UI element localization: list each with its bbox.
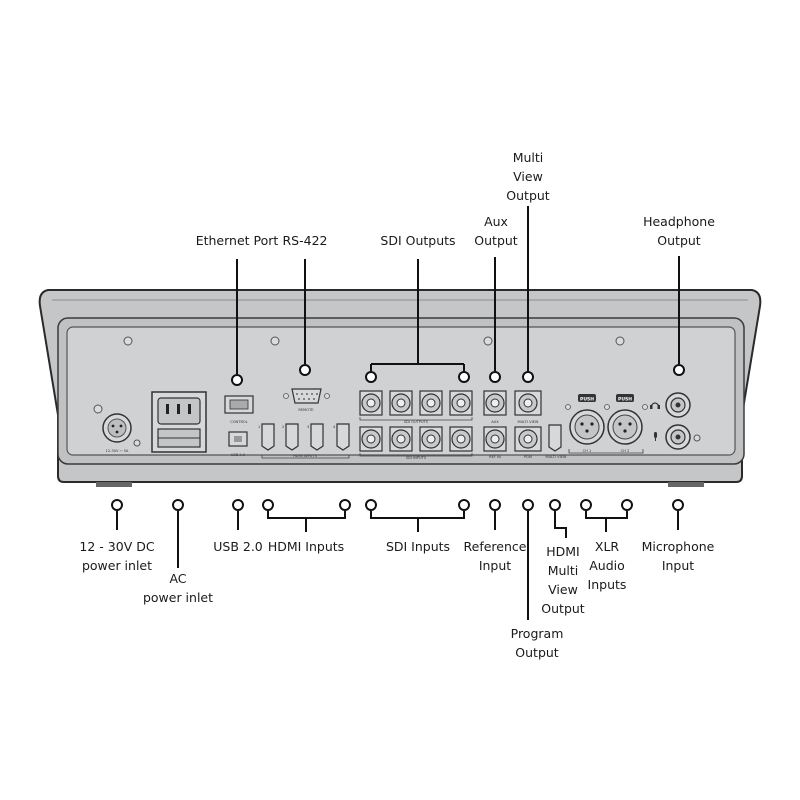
hdmi-num-4: 4 [333,425,336,429]
label-rs422: RS-422 [283,233,328,248]
headphone-jack [650,392,691,418]
label-multiview-output-3: Output [506,188,550,203]
leader-dot-headphone [673,364,685,376]
ch2-panel-label: CH 2 [621,449,630,453]
foot-left [96,482,132,487]
leader-dot-hdmi-in-4 [339,499,351,511]
rs422-port: REMOTE [283,388,330,412]
leader-dot-multiview-out [522,371,534,383]
remote-panel-label: REMOTE [298,408,314,412]
leader-dot-xlr-1 [580,499,592,511]
label-usb: USB 2.0 [213,539,263,554]
ethernet-port: CONTROL [224,395,254,424]
label-reference-input-1: Reference [464,539,527,554]
leader-dot-ac [172,499,184,511]
ac-power-inlet [151,391,207,453]
label-xlr-1: XLR [595,539,620,554]
label-sdi-outputs: SDI Outputs [380,233,455,248]
label-multiview-output-2: View [513,169,543,184]
label-microphone-input-1: Microphone [642,539,715,554]
label-ethernet-port: Ethernet Port [196,233,279,248]
leader-hdmi-mv [554,511,567,538]
label-multiview-output-1: Multi [513,150,544,165]
aux-panel-label: AUX [491,420,499,424]
sdi-inputs: SDI INPUTS [359,426,473,460]
leader-xlr [585,511,628,532]
leader-dot-usb [232,499,244,511]
callout-labels-bottom: 12 - 30V DC power inlet AC power inlet U… [79,539,714,660]
label-aux-output-2: Output [474,233,518,248]
leader-dot-rs422 [299,364,311,376]
device-rear-panel: 12-30V ⎓ 5A CONTROL USB 2.0 [38,289,762,487]
leader-dot-mic [672,499,684,511]
leader-dot-xlr-2 [621,499,633,511]
dc-panel-label: 12-30V ⎓ 5A [106,449,129,453]
leader-sdi-inputs [370,511,465,532]
label-ac-inlet-1: AC [169,571,186,586]
label-hdmi-multiview-2: Multi [548,563,579,578]
label-dc-inlet-2: power inlet [82,558,152,573]
label-hdmi-multiview-4: Output [541,601,585,616]
hdmi-inputs: HDMI INPUTS 1 2 3 4 [258,423,350,459]
leader-dot-pgm [522,499,534,511]
leader-dot-ethernet [231,374,243,386]
ref-in-panel-label: REF IN [489,455,501,459]
hdmi-num-3: 3 [307,425,309,429]
panel-screws [93,336,701,442]
leader-sdi-outputs [370,259,465,371]
sdi-outputs-panel-label: SDI OUTPUTS [404,420,429,424]
label-xlr-2: Audio [589,558,625,573]
usb-panel-label: USB 2.0 [231,453,246,457]
leader-dot-ref [489,499,501,511]
hdmi-num-1: 1 [258,425,260,429]
xlr-audio-inputs: PUSH PUSH CH 1 CH 2 [565,394,648,454]
ch1-panel-label: CH 1 [583,449,592,453]
label-xlr-3: Inputs [588,577,627,592]
label-hdmi-inputs: HDMI Inputs [268,539,344,554]
leader-dot-hdmi-in-1 [262,499,274,511]
leader-dot-hdmi-mv [549,499,561,511]
hdmi-inputs-panel-label: HDMI INPUTS [293,454,318,458]
label-reference-input-2: Input [479,558,511,573]
leader-lines [111,206,685,620]
push-label-2: PUSH [618,397,632,403]
label-hdmi-multiview-1: HDMI [546,544,580,559]
label-aux-output-1: Aux [484,214,508,229]
hdmi-num-2: 2 [282,425,284,429]
leader-dot-sdi-in-1 [365,499,377,511]
dc-power-inlet: 12-30V ⎓ 5A [102,413,141,453]
sdi-inputs-panel-label: SDI INPUTS [406,456,427,460]
label-program-output-1: Program [511,626,564,641]
hdmi-multiview-port: MULTI VIEW [546,424,567,459]
callout-labels-top: Ethernet Port RS-422 SDI Outputs Aux Out… [196,150,716,248]
label-hdmi-multiview-3: View [548,582,578,597]
label-dc-inlet-1: 12 - 30V DC [79,539,154,554]
label-microphone-input-2: Input [662,558,694,573]
sdi-outputs: SDI OUTPUTS [359,390,473,424]
control-panel-label: CONTROL [230,420,248,424]
label-ac-inlet-2: power inlet [143,590,213,605]
label-headphone-output-2: Output [657,233,701,248]
multiview-panel-label: MULTI VIEW [518,420,539,424]
pgm-panel-label: PGM [524,455,532,459]
push-label-1: PUSH [580,397,594,403]
leader-dot-dc [111,499,123,511]
microphone-jack [654,424,691,450]
usb-port: USB 2.0 [228,431,248,457]
foot-right [668,482,704,487]
aux-multiview-ref-pgm: AUX MULTI VIEW REF IN PGM [483,390,542,459]
multiview-hdmi-panel-label: MULTI VIEW [546,455,567,459]
leader-dot-sdi-in-4 [458,499,470,511]
leader-dot-sdi-out-4 [458,371,470,383]
label-sdi-inputs: SDI Inputs [386,539,450,554]
label-program-output-2: Output [515,645,559,660]
leader-hdmi-inputs [267,511,346,532]
label-headphone-output-1: Headphone [643,214,715,229]
leader-dot-aux [489,371,501,383]
leader-dot-sdi-out-1 [365,371,377,383]
